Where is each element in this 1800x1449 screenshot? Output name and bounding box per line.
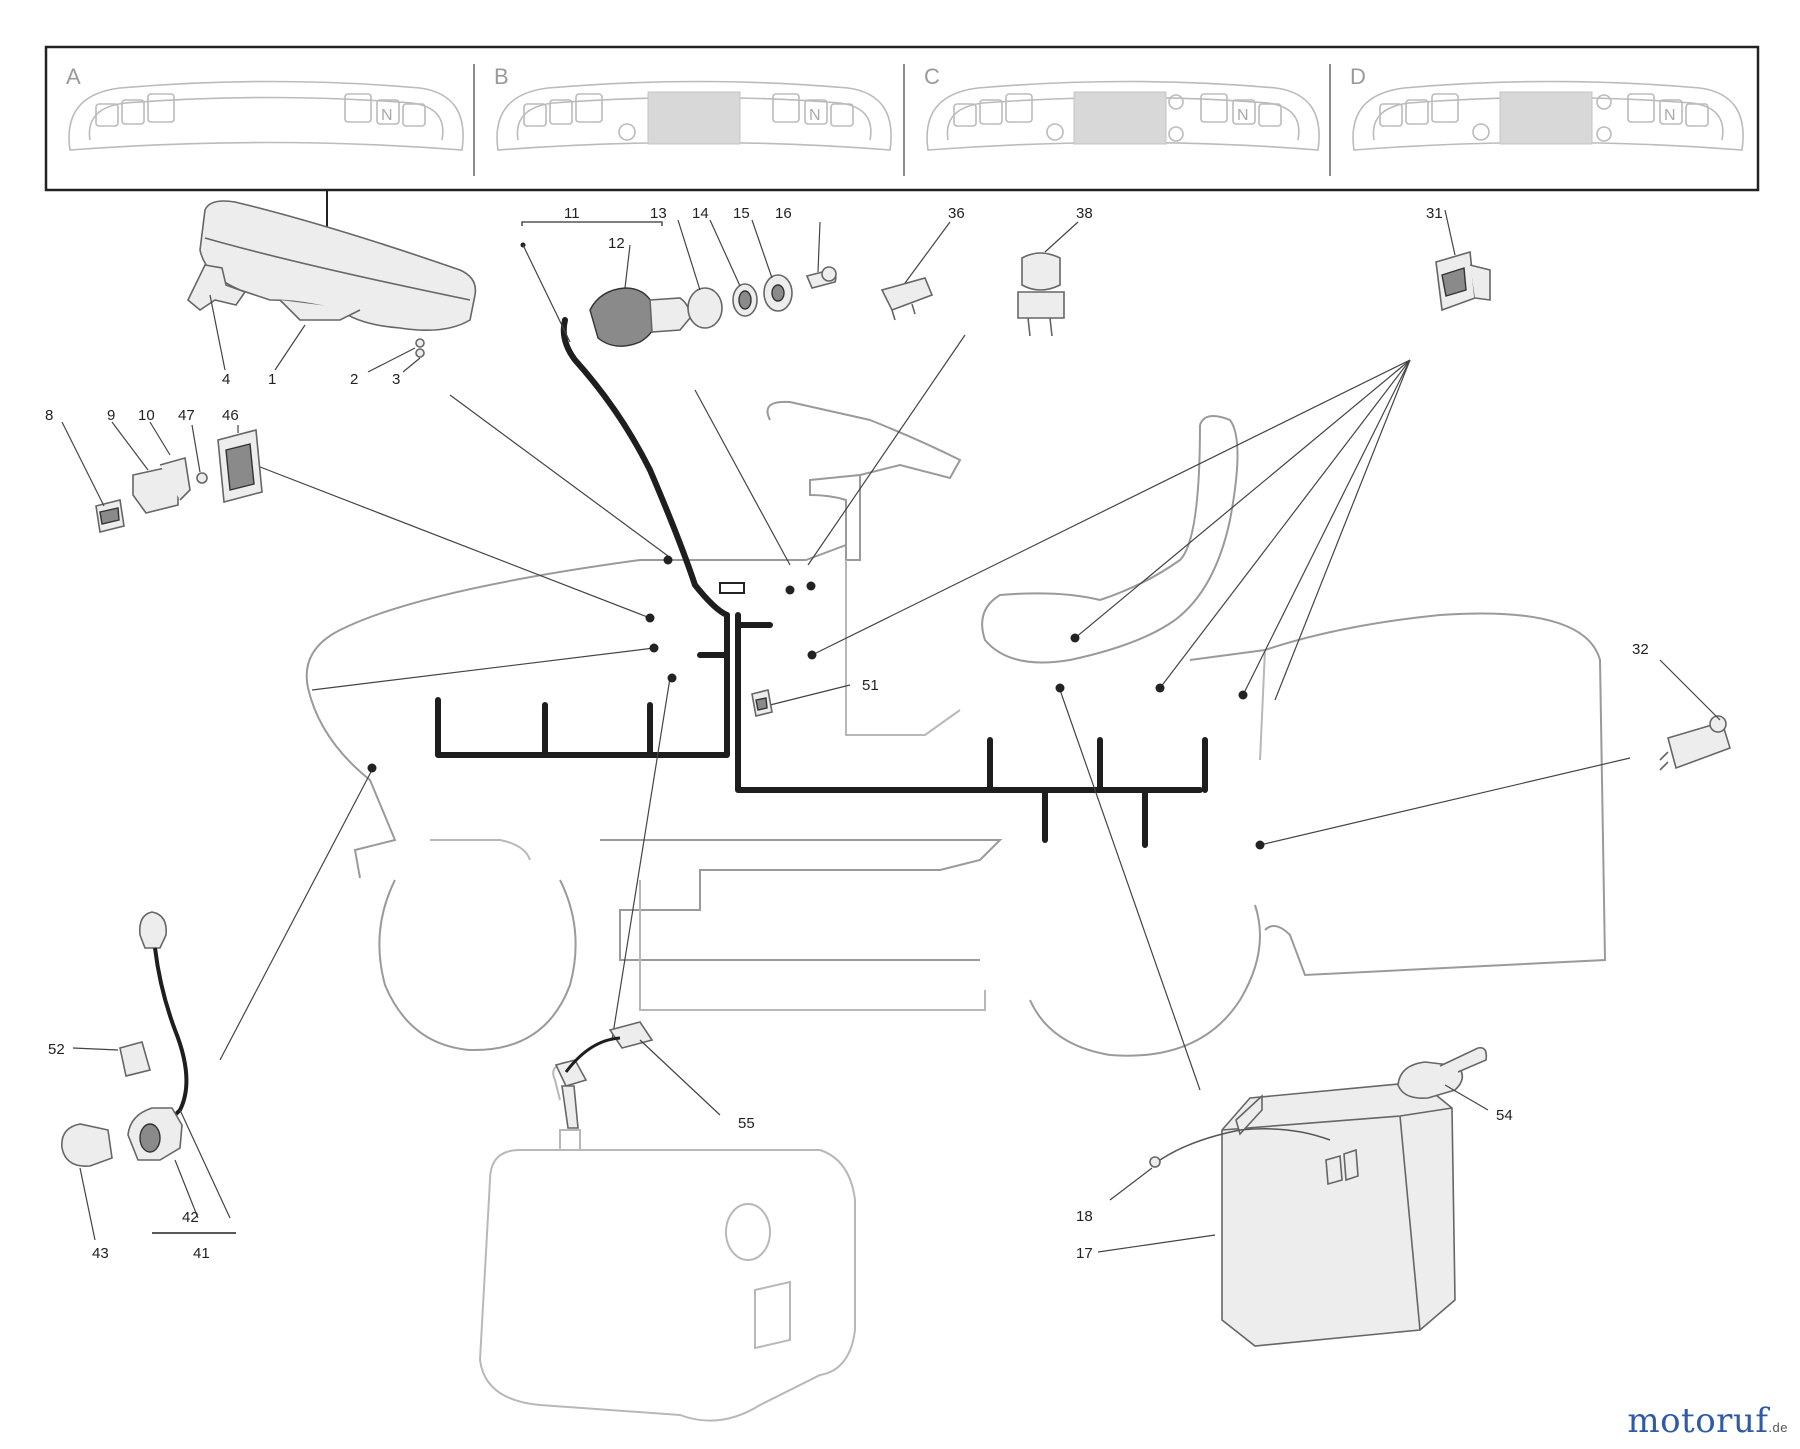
callout-2: 2 <box>350 371 358 388</box>
callout-10: 10 <box>138 407 155 424</box>
callout-52: 52 <box>48 1041 65 1058</box>
callout-12: 12 <box>608 235 625 252</box>
headlight-parts <box>61 911 236 1241</box>
panel-letter-a: A <box>66 64 81 89</box>
callout-32: 32 <box>1632 641 1649 658</box>
lcd-screen-c <box>1073 91 1167 145</box>
dashboard-leaders <box>209 209 1721 721</box>
watermark-suffix: .de <box>1768 1420 1788 1435</box>
lcd-screen-b <box>647 91 741 145</box>
watermark-logo: motoruf.de <box>1627 1401 1788 1441</box>
battery-part <box>1097 1046 1489 1347</box>
callout-16: 16 <box>775 205 792 222</box>
switch-part-32 <box>1659 715 1731 771</box>
callout-47: 47 <box>178 407 195 424</box>
callout-labels: 1 2 3 4 8 9 10 47 46 11 12 13 14 15 16 3… <box>45 205 1649 1262</box>
callout-38: 38 <box>1076 205 1093 222</box>
callout-9: 9 <box>107 407 115 424</box>
callout-36: 36 <box>948 205 965 222</box>
connector-part-51 <box>751 689 773 717</box>
watermark-text: motoruf <box>1627 1401 1769 1441</box>
switch-part-31 <box>1435 250 1491 312</box>
dashboard-panel-a: A N <box>66 64 464 151</box>
dashboard-cover-part <box>199 200 477 332</box>
dashboard-variants-strip: A N B N C <box>44 45 1760 192</box>
panel-letter-d: D <box>1350 64 1366 89</box>
callout-42: 42 <box>182 1209 199 1226</box>
dashboard-bracket-part <box>187 264 247 311</box>
fuel-tank-part <box>478 1021 856 1422</box>
callout-11: 11 <box>564 205 580 222</box>
panel-letter-b: B <box>494 64 509 89</box>
callout-18: 18 <box>1076 1208 1093 1225</box>
neutral-indicator-d: N <box>1664 107 1676 124</box>
lcd-screen-d <box>1499 91 1593 145</box>
dashboard-panel-b: B N <box>494 64 892 151</box>
callout-14: 14 <box>692 205 709 222</box>
fuse-relay-parts <box>61 421 263 533</box>
callout-1: 1 <box>268 371 276 388</box>
callout-4: 4 <box>222 371 230 388</box>
switch-part-38 <box>1017 252 1065 337</box>
leader-lines <box>219 334 1631 1091</box>
ignition-switch-parts <box>520 221 837 347</box>
dashboard-panel-d: D N <box>1350 64 1744 151</box>
panel-letter-c: C <box>924 64 940 89</box>
neutral-indicator-b: N <box>809 107 821 124</box>
callout-3: 3 <box>392 371 400 388</box>
callout-55: 55 <box>738 1115 755 1132</box>
neutral-indicator-a: N <box>381 107 393 124</box>
callout-43: 43 <box>92 1245 109 1262</box>
callout-17: 17 <box>1076 1245 1093 1262</box>
switch-part-36 <box>880 277 934 321</box>
callout-8: 8 <box>45 407 53 424</box>
screws-part <box>415 338 425 358</box>
callout-54: 54 <box>1496 1107 1513 1124</box>
callout-51: 51 <box>862 677 879 694</box>
callout-41: 41 <box>193 1245 210 1262</box>
callout-15: 15 <box>733 205 750 222</box>
tractor-outline <box>305 400 1607 1057</box>
callout-13: 13 <box>650 205 667 222</box>
wiring-harness <box>435 317 1208 848</box>
neutral-indicator-c: N <box>1237 107 1249 124</box>
dashboard-panel-c: C N <box>924 64 1320 151</box>
callout-46: 46 <box>222 407 239 424</box>
callout-31: 31 <box>1426 205 1443 222</box>
